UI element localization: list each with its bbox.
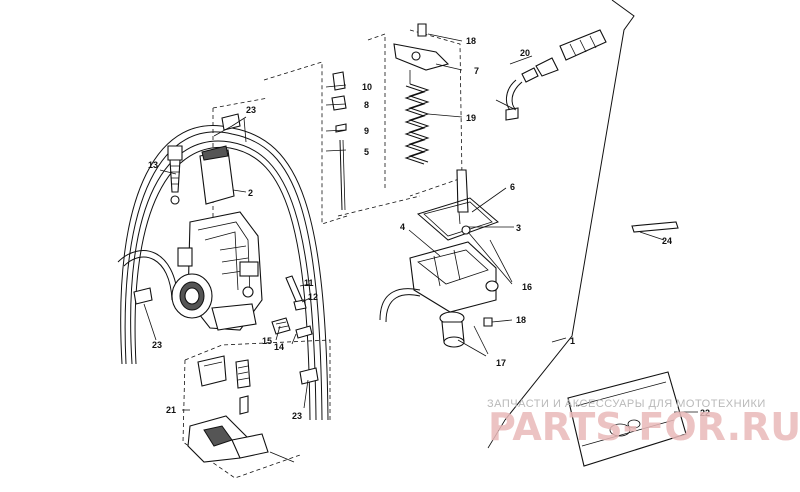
watermark-tagline: ЗАПЧАСТИ И АКСЕССУАРЫ ДЛЯ МОТОТЕХНИКИ	[487, 398, 766, 410]
callout-15: 15	[262, 336, 272, 346]
callout-18-bottom: 18	[516, 315, 526, 325]
cable-clips	[133, 113, 319, 385]
callout-22: 22	[700, 408, 710, 418]
callout-1: 1	[570, 336, 575, 346]
callout-20: 20	[520, 48, 530, 58]
callout-4: 4	[400, 222, 405, 232]
drain-hose	[379, 288, 421, 323]
float-bowl	[409, 225, 499, 313]
needle-stack	[331, 71, 347, 211]
callout-labels: 1 2 3 4 5 6 7 8 9 10 11 12 13 14 15 16 1…	[148, 36, 710, 421]
air-screw	[167, 145, 183, 205]
callout-11: 11	[304, 278, 314, 288]
callout-10: 10	[362, 82, 372, 92]
callout-24: 24	[662, 236, 672, 246]
callout-8: 8	[364, 100, 369, 110]
callout-16: 16	[522, 282, 532, 292]
cap-assembly	[393, 23, 450, 165]
throttle-grip	[505, 29, 607, 121]
callout-2: 2	[248, 188, 253, 198]
callout-9: 9	[364, 126, 369, 136]
carburetor-body	[171, 211, 263, 331]
callout-13: 13	[148, 160, 158, 170]
cable-tie	[631, 221, 679, 233]
spring	[404, 83, 430, 165]
callout-7: 7	[474, 66, 479, 76]
callout-14: 14	[274, 342, 284, 352]
callout-18-top: 18	[466, 36, 476, 46]
callout-12: 12	[308, 292, 318, 302]
watermark-brand: PARTS-FOR.RU	[488, 405, 800, 449]
callout-23-bottom: 23	[292, 411, 302, 421]
callout-6: 6	[510, 182, 515, 192]
float-needle	[456, 169, 469, 225]
bowl-plug	[439, 311, 493, 348]
float-bowl-gasket	[416, 197, 499, 241]
gasket-kit-packet	[567, 371, 687, 467]
assembly-outline	[487, 0, 635, 449]
callout-17: 17	[496, 358, 506, 368]
callout-5: 5	[364, 147, 369, 157]
callout-19: 19	[466, 113, 476, 123]
callout-21: 21	[166, 405, 176, 415]
callout-23-top: 23	[246, 105, 256, 115]
idle-screws	[271, 275, 313, 339]
lower-slide-parts	[187, 355, 295, 463]
watermark: ЗАПЧАСТИ И АКСЕССУАРЫ ДЛЯ МОТОТЕХНИКИ PA…	[487, 398, 800, 449]
slide-block	[199, 145, 235, 205]
leader-lines	[143, 33, 698, 413]
callout-23-left: 23	[152, 340, 162, 350]
callout-3: 3	[516, 223, 521, 233]
